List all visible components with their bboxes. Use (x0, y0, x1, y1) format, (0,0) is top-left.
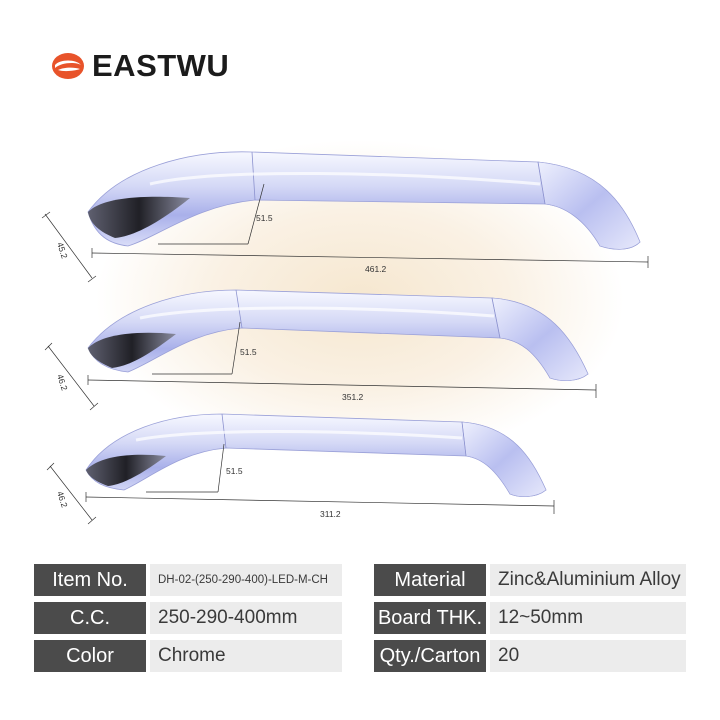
handle-medium-depth-label: 51.5 (240, 347, 257, 357)
handle-medium-length-label: 351.2 (342, 392, 364, 402)
handle-large-height-label: 45.2 (55, 241, 70, 260)
handle-medium-height-label: 46.2 (55, 373, 70, 392)
spec-row: Item No. DH-02-(250-290-400)-LED-M-CH Ma… (34, 564, 686, 596)
brand-name: EASTWU (92, 48, 230, 83)
handle-small-end-face (86, 454, 166, 486)
handles-drawing: 45.2 461.2 51.5 46.2 351.2 (41, 151, 649, 525)
handle-small-height-label: 46.2 (55, 490, 70, 509)
spec-row: C.C. 250-290-400mm Board THK. 12~50mm (34, 602, 686, 634)
handle-small-depth-label: 51.5 (226, 466, 243, 476)
spec-label-material: Material (374, 564, 486, 596)
spec-label-board-thk: Board THK. (374, 602, 486, 634)
handle-large: 45.2 461.2 51.5 (41, 151, 649, 283)
spec-value-color: Chrome (150, 640, 342, 672)
spec-label-cc: C.C. (34, 602, 146, 634)
handle-large-end-face (88, 196, 190, 238)
handle-medium: 46.2 351.2 51.5 (44, 289, 597, 411)
spec-value-cc: 250-290-400mm (150, 602, 342, 634)
eastwu-logo-icon (52, 53, 84, 79)
handle-medium-end-face (88, 332, 176, 368)
spec-label-qty-carton: Qty./Carton (374, 640, 486, 672)
handle-large-length-label: 461.2 (365, 264, 387, 274)
handle-large-foot (537, 161, 641, 250)
spec-label-color: Color (34, 640, 146, 672)
handle-medium-foot (491, 297, 589, 381)
spec-value-item-no: DH-02-(250-290-400)-LED-M-CH (150, 564, 342, 596)
spec-label-item-no: Item No. (34, 564, 146, 596)
handle-small-foot (461, 421, 547, 497)
handle-large-depth-label: 51.5 (256, 213, 273, 223)
brand-logo: EASTWU (50, 50, 229, 82)
spec-row: Color Chrome Qty./Carton 20 (34, 640, 686, 672)
spec-value-board-thk: 12~50mm (490, 602, 686, 634)
spec-value-qty-carton: 20 (490, 640, 686, 672)
handle-small: 46.2 311.2 51.5 (46, 413, 555, 525)
handle-small-length-label: 311.2 (320, 509, 341, 519)
spec-value-material: Zinc&Aluminium Alloy (490, 564, 686, 596)
